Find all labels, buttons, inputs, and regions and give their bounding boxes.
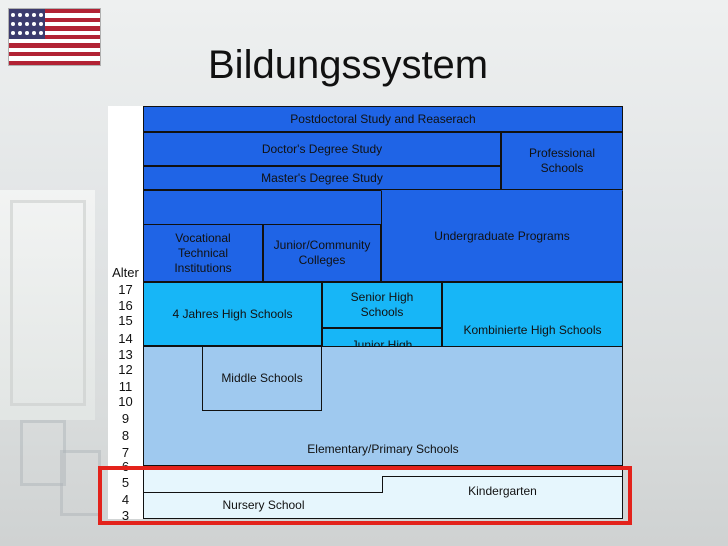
education-system-diagram: Alter 17 16 15 14 13 12 11 10 9 8 7 6 5 … — [108, 106, 623, 523]
age-label: 7 — [121, 445, 130, 460]
age-label: 14 — [118, 331, 133, 346]
age-label: 17 — [118, 282, 133, 297]
highlight-box — [98, 466, 632, 525]
master-degree-block: Master's Degree Study — [143, 166, 501, 190]
background-window-frame — [10, 200, 86, 406]
age-label: 12 — [118, 362, 133, 377]
age-label: 8 — [121, 428, 130, 443]
background-chair — [60, 450, 101, 516]
professional-schools-block: Professional Schools — [501, 132, 623, 190]
age-label: 13 — [118, 347, 133, 362]
age-label: 15 — [118, 313, 133, 328]
doctor-degree-block: Doctor's Degree Study — [143, 132, 501, 166]
us-flag-icon — [8, 8, 101, 66]
senior-high-block: Senior High Schools — [322, 282, 442, 328]
kindergarten-block: Kindergarten — [382, 476, 623, 506]
age-label: 10 — [118, 394, 133, 409]
nursery-school-block: Nursery School — [143, 492, 383, 519]
middle-school-block: Middle Schools — [202, 346, 322, 411]
background-window — [0, 190, 95, 420]
age-label: 4 — [121, 492, 130, 507]
age-label: 3 — [121, 508, 130, 523]
age-label: 9 — [121, 411, 130, 426]
age-label-header: Alter — [112, 265, 139, 280]
age-label: 11 — [118, 379, 133, 394]
age-label: 16 — [118, 298, 133, 313]
age-label: 5 — [121, 475, 130, 490]
undergraduate-block: Undergraduate Programs — [381, 190, 623, 282]
age-column: Alter 17 16 15 14 13 12 11 10 9 8 7 6 5 … — [108, 106, 143, 523]
vocational-block: Vocational Technical Institutions — [143, 224, 263, 282]
postdoctoral-block: Postdoctoral Study and Reaserach — [143, 106, 623, 132]
page-title: Bildungssystem — [208, 43, 489, 87]
four-year-high-school-block: 4 Jahres High Schools — [143, 282, 322, 346]
background-chair — [20, 420, 66, 486]
junior-college-block: Junior/Community Colleges — [263, 224, 381, 282]
